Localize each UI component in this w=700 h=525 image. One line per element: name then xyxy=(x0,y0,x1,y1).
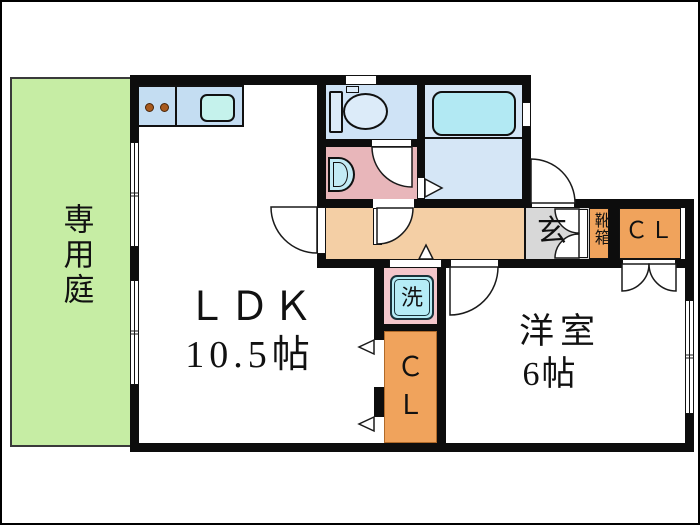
washing-machine-icon: 洗 xyxy=(390,275,434,320)
western-room-name-label: 洋室 xyxy=(518,312,601,351)
washer-label: 洗 xyxy=(400,284,423,310)
door-bathroom-opening xyxy=(417,177,425,199)
closet-upper-label: ＣＬ xyxy=(625,218,675,243)
closet-upper xyxy=(619,208,681,259)
vent-window xyxy=(345,75,377,85)
toilet-icon xyxy=(346,86,359,93)
kitchen-sink-icon xyxy=(200,94,235,122)
western-room-size-label: 6帖 xyxy=(522,356,578,393)
door-toilet xyxy=(371,139,412,147)
wall-segment xyxy=(575,199,694,208)
door-washer-closet xyxy=(389,259,442,268)
door-closet-upper xyxy=(622,259,676,268)
wall-segment xyxy=(414,199,531,208)
wall-segment xyxy=(130,75,345,85)
wall-segment xyxy=(522,127,531,208)
bathroom-step-line xyxy=(425,137,522,139)
folding-door-marker xyxy=(357,338,375,356)
toilet-icon xyxy=(343,93,388,130)
wall-segment xyxy=(609,199,619,259)
shoe-cabinet xyxy=(589,208,609,259)
wall-segment xyxy=(317,139,371,147)
stove-burners-icon xyxy=(145,103,154,112)
wall-segment xyxy=(130,443,694,452)
door-shoe-cabinet xyxy=(578,209,588,258)
wall-segment xyxy=(317,259,389,268)
entrance-label: 玄 xyxy=(537,215,567,248)
wall-segment xyxy=(685,414,694,452)
wall-segment xyxy=(442,259,450,268)
garden-label: 専用庭 xyxy=(58,203,94,308)
wall-segment xyxy=(685,199,694,300)
door-western-room xyxy=(450,259,499,268)
closet-lower-char: Ｌ xyxy=(397,390,424,420)
wall-segment xyxy=(130,75,139,142)
private-garden xyxy=(10,77,134,447)
vent-window xyxy=(522,102,531,127)
corridor xyxy=(326,208,524,259)
wall-segment xyxy=(317,199,373,208)
wall-segment xyxy=(437,259,446,452)
front-door-opening xyxy=(531,199,575,208)
wall-segment xyxy=(317,75,326,207)
wall-segment xyxy=(499,259,622,268)
shoe-cabinet-label: 靴箱 xyxy=(591,212,609,246)
closet-lower-char: Ｃ xyxy=(397,351,424,382)
kitchen-counter-divider xyxy=(175,85,177,127)
wall-segment xyxy=(130,385,139,452)
wall-segment xyxy=(417,75,425,177)
wall-segment xyxy=(377,75,531,85)
wall-segment xyxy=(374,324,446,331)
wall-segment xyxy=(317,254,326,268)
ldk-name-label: ＬＤＫ xyxy=(186,284,316,329)
bathtub-icon xyxy=(432,91,516,136)
closet-lower-label: Ｃ Ｌ xyxy=(384,333,437,439)
folding-door-marker xyxy=(357,415,375,433)
door-washroom xyxy=(373,208,382,245)
window xyxy=(130,280,139,385)
washbasin-icon xyxy=(328,157,355,192)
door-ldk xyxy=(317,207,326,254)
toilet-icon xyxy=(329,91,343,133)
wall-segment xyxy=(522,75,531,102)
wall-segment xyxy=(374,387,384,417)
ldk-size-label: 10.5帖 xyxy=(185,334,315,376)
wall-segment xyxy=(374,259,384,340)
wall-segment xyxy=(130,247,139,280)
window xyxy=(130,142,139,247)
window xyxy=(685,300,694,414)
stove-burners-icon xyxy=(160,103,169,112)
closet-lower xyxy=(384,331,437,443)
